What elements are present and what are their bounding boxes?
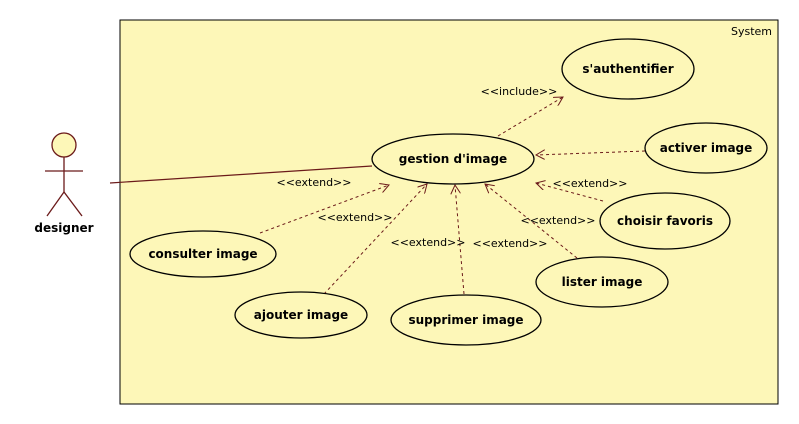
extend-label-choisir: <<extend>> [553,177,628,190]
system-label: System [731,25,772,38]
use-case-activer[interactable]: activer image [644,122,768,174]
use-case-gestion[interactable]: gestion d'image [371,133,535,185]
actor-right-leg [63,191,83,217]
extend-consulter [259,185,389,234]
ellipse-activer [644,122,768,174]
extend-supprimer [455,185,465,295]
use-case-label: choisir favoris [617,214,713,228]
use-case-consulter[interactable]: consulter image [129,230,277,278]
extend-label-ajouter: <<extend>> [318,211,393,224]
extend-activer [536,151,646,155]
use-case-label: gestion d'image [399,152,507,166]
use-case-label: activer image [660,141,753,155]
use-case-label: lister image [562,275,643,289]
extend-label-lister: <<extend>> [521,214,596,227]
actor-left-leg [46,191,65,217]
extend-lister [485,184,578,259]
actor-head [51,132,77,158]
use-case-lister[interactable]: lister image [535,256,669,308]
use-case-supprimer[interactable]: supprimer image [390,294,542,346]
ellipse-authentifier [561,38,695,100]
use-case-label: consulter image [148,247,257,261]
association-line [109,165,373,184]
ellipse-choisir [599,192,731,250]
use-case-label: ajouter image [254,308,348,322]
use-case-label: supprimer image [408,313,523,327]
ellipse-gestion [371,133,535,185]
extend-label-supprimer: <<extend>> [391,236,466,249]
actor-label: designer [34,221,93,235]
extend-label-consulter: <<extend>> [277,176,352,189]
ellipse-supprimer [390,294,542,346]
extend-ajouter [323,184,427,295]
actor-designer[interactable]: designer [34,132,94,235]
use-case-ajouter[interactable]: ajouter image [234,291,368,339]
extend-label-lister-2: <<extend>> [473,237,548,250]
ellipse-lister [535,256,669,308]
include-label: <<include>> [481,85,558,98]
use-case-choisir[interactable]: choisir favoris [599,192,731,250]
use-case-authentifier[interactable]: s'authentifier [561,38,695,100]
include-relation [497,97,563,137]
use-case-label: s'authentifier [582,62,673,76]
ellipse-consulter [129,230,277,278]
ellipse-ajouter [234,291,368,339]
